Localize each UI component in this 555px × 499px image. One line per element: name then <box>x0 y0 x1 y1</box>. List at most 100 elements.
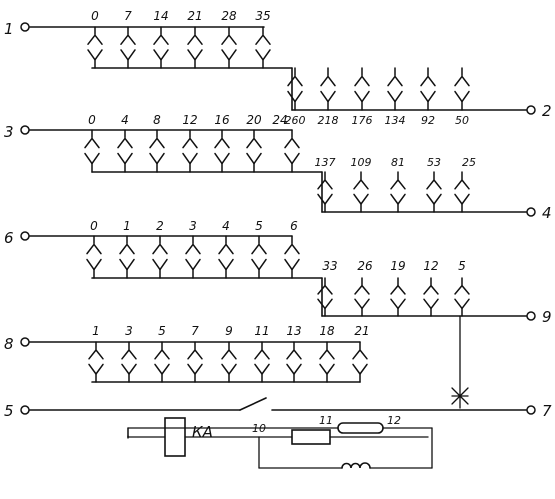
contact-stroke <box>284 137 300 149</box>
terminal-label-2: 2 <box>542 102 552 120</box>
terminals <box>20 22 536 415</box>
contact-icon <box>454 277 470 317</box>
contact-icon <box>221 341 237 383</box>
row7-label: 3 <box>125 324 133 338</box>
contact-icon <box>218 235 234 279</box>
terminal-circle-icon <box>526 405 536 415</box>
contact-stroke <box>420 75 436 87</box>
contact-stroke <box>286 349 302 360</box>
contact-icon <box>153 26 169 69</box>
row5-label: 3 <box>189 219 197 233</box>
row3-label: 16 <box>214 113 230 127</box>
contact-icon <box>251 235 267 279</box>
contact-icon <box>284 235 300 279</box>
terminal-circle-icon <box>20 405 30 415</box>
contact-stroke <box>117 137 133 149</box>
terminal-label-7: 7 <box>542 402 552 420</box>
row4-label: 53 <box>427 156 441 169</box>
contact-icon <box>420 67 436 111</box>
contact-stroke <box>185 243 201 255</box>
row5-label: 2 <box>156 219 164 233</box>
switch-blade <box>239 397 267 411</box>
contact-stroke <box>221 349 237 360</box>
row3-label: 20 <box>246 113 262 127</box>
contact-stroke <box>120 34 136 45</box>
row1-label: 14 <box>153 9 168 23</box>
contact-groups <box>84 26 470 383</box>
contact-stroke <box>182 137 198 149</box>
fuse-icon <box>337 422 384 434</box>
contact-icon <box>154 341 170 383</box>
row3-label: 24 <box>272 113 287 127</box>
row4-label: 25 <box>462 156 476 169</box>
row4-label: 81 <box>391 156 405 169</box>
contact-icon <box>454 171 470 213</box>
relay-pin-12-label: 12 <box>387 414 401 427</box>
contact-stroke <box>284 243 300 255</box>
contact-icon <box>319 341 335 383</box>
contact-icon <box>187 341 203 383</box>
contact-stroke <box>287 75 303 87</box>
components <box>164 387 469 469</box>
contact-icon <box>86 235 102 279</box>
row5-label: 5 <box>255 219 263 233</box>
contact-stroke <box>320 75 336 87</box>
contact-icon <box>149 129 165 173</box>
row2-label: 176 <box>352 114 373 127</box>
contact-icon <box>121 341 137 383</box>
contact-stroke <box>246 137 262 149</box>
contact-icon <box>426 171 442 213</box>
row5-label: 6 <box>290 219 298 233</box>
contact-stroke <box>187 34 203 45</box>
row1-label: 7 <box>124 9 132 23</box>
contact-icon <box>152 235 168 279</box>
contact-stroke <box>254 349 270 360</box>
contact-icon <box>317 171 333 213</box>
contact-icon <box>320 67 336 111</box>
row6-label: 12 <box>423 259 438 273</box>
contact-stroke <box>317 179 333 190</box>
terminal-label-3: 3 <box>4 123 14 141</box>
contact-icon <box>284 129 300 173</box>
contact-stroke <box>153 34 169 45</box>
row6-label: 5 <box>458 259 466 273</box>
contact-icon <box>119 235 135 279</box>
contact-icon <box>255 26 271 69</box>
contact-stroke <box>84 137 100 149</box>
row4-label: 137 <box>315 156 336 169</box>
contact-icon <box>187 26 203 69</box>
row1-label: 0 <box>91 9 99 23</box>
contact-icon <box>352 341 368 383</box>
contact-stroke <box>354 284 370 295</box>
relay-coil-icon <box>164 417 186 457</box>
row6-label: 33 <box>322 259 337 273</box>
contact-stroke <box>221 34 237 45</box>
contact-icon <box>390 171 406 213</box>
terminal-label-9: 9 <box>542 308 552 326</box>
contact-stroke <box>426 179 442 190</box>
contact-icon <box>88 341 104 383</box>
crossing-mark-icon <box>451 387 469 405</box>
contact-stroke <box>387 75 403 87</box>
contact-stroke <box>251 243 267 255</box>
row3-label: 0 <box>88 113 96 127</box>
resistor-icon <box>291 429 331 445</box>
contact-icon <box>390 277 406 317</box>
terminal-circle-icon <box>526 311 536 321</box>
contact-stroke <box>319 349 335 360</box>
contact-icon <box>354 277 370 317</box>
row6-label: 19 <box>390 259 405 273</box>
row6-label: 26 <box>357 259 373 273</box>
contact-stroke <box>423 284 439 295</box>
contact-stroke <box>352 349 368 360</box>
contact-stroke <box>255 34 271 45</box>
terminal-circle-icon <box>20 231 30 241</box>
contact-stroke <box>390 284 406 295</box>
row7-label: 5 <box>158 324 166 338</box>
contact-icon <box>387 67 403 111</box>
contact-stroke <box>88 349 104 360</box>
contact-stroke <box>119 243 135 255</box>
contact-stroke <box>154 349 170 360</box>
